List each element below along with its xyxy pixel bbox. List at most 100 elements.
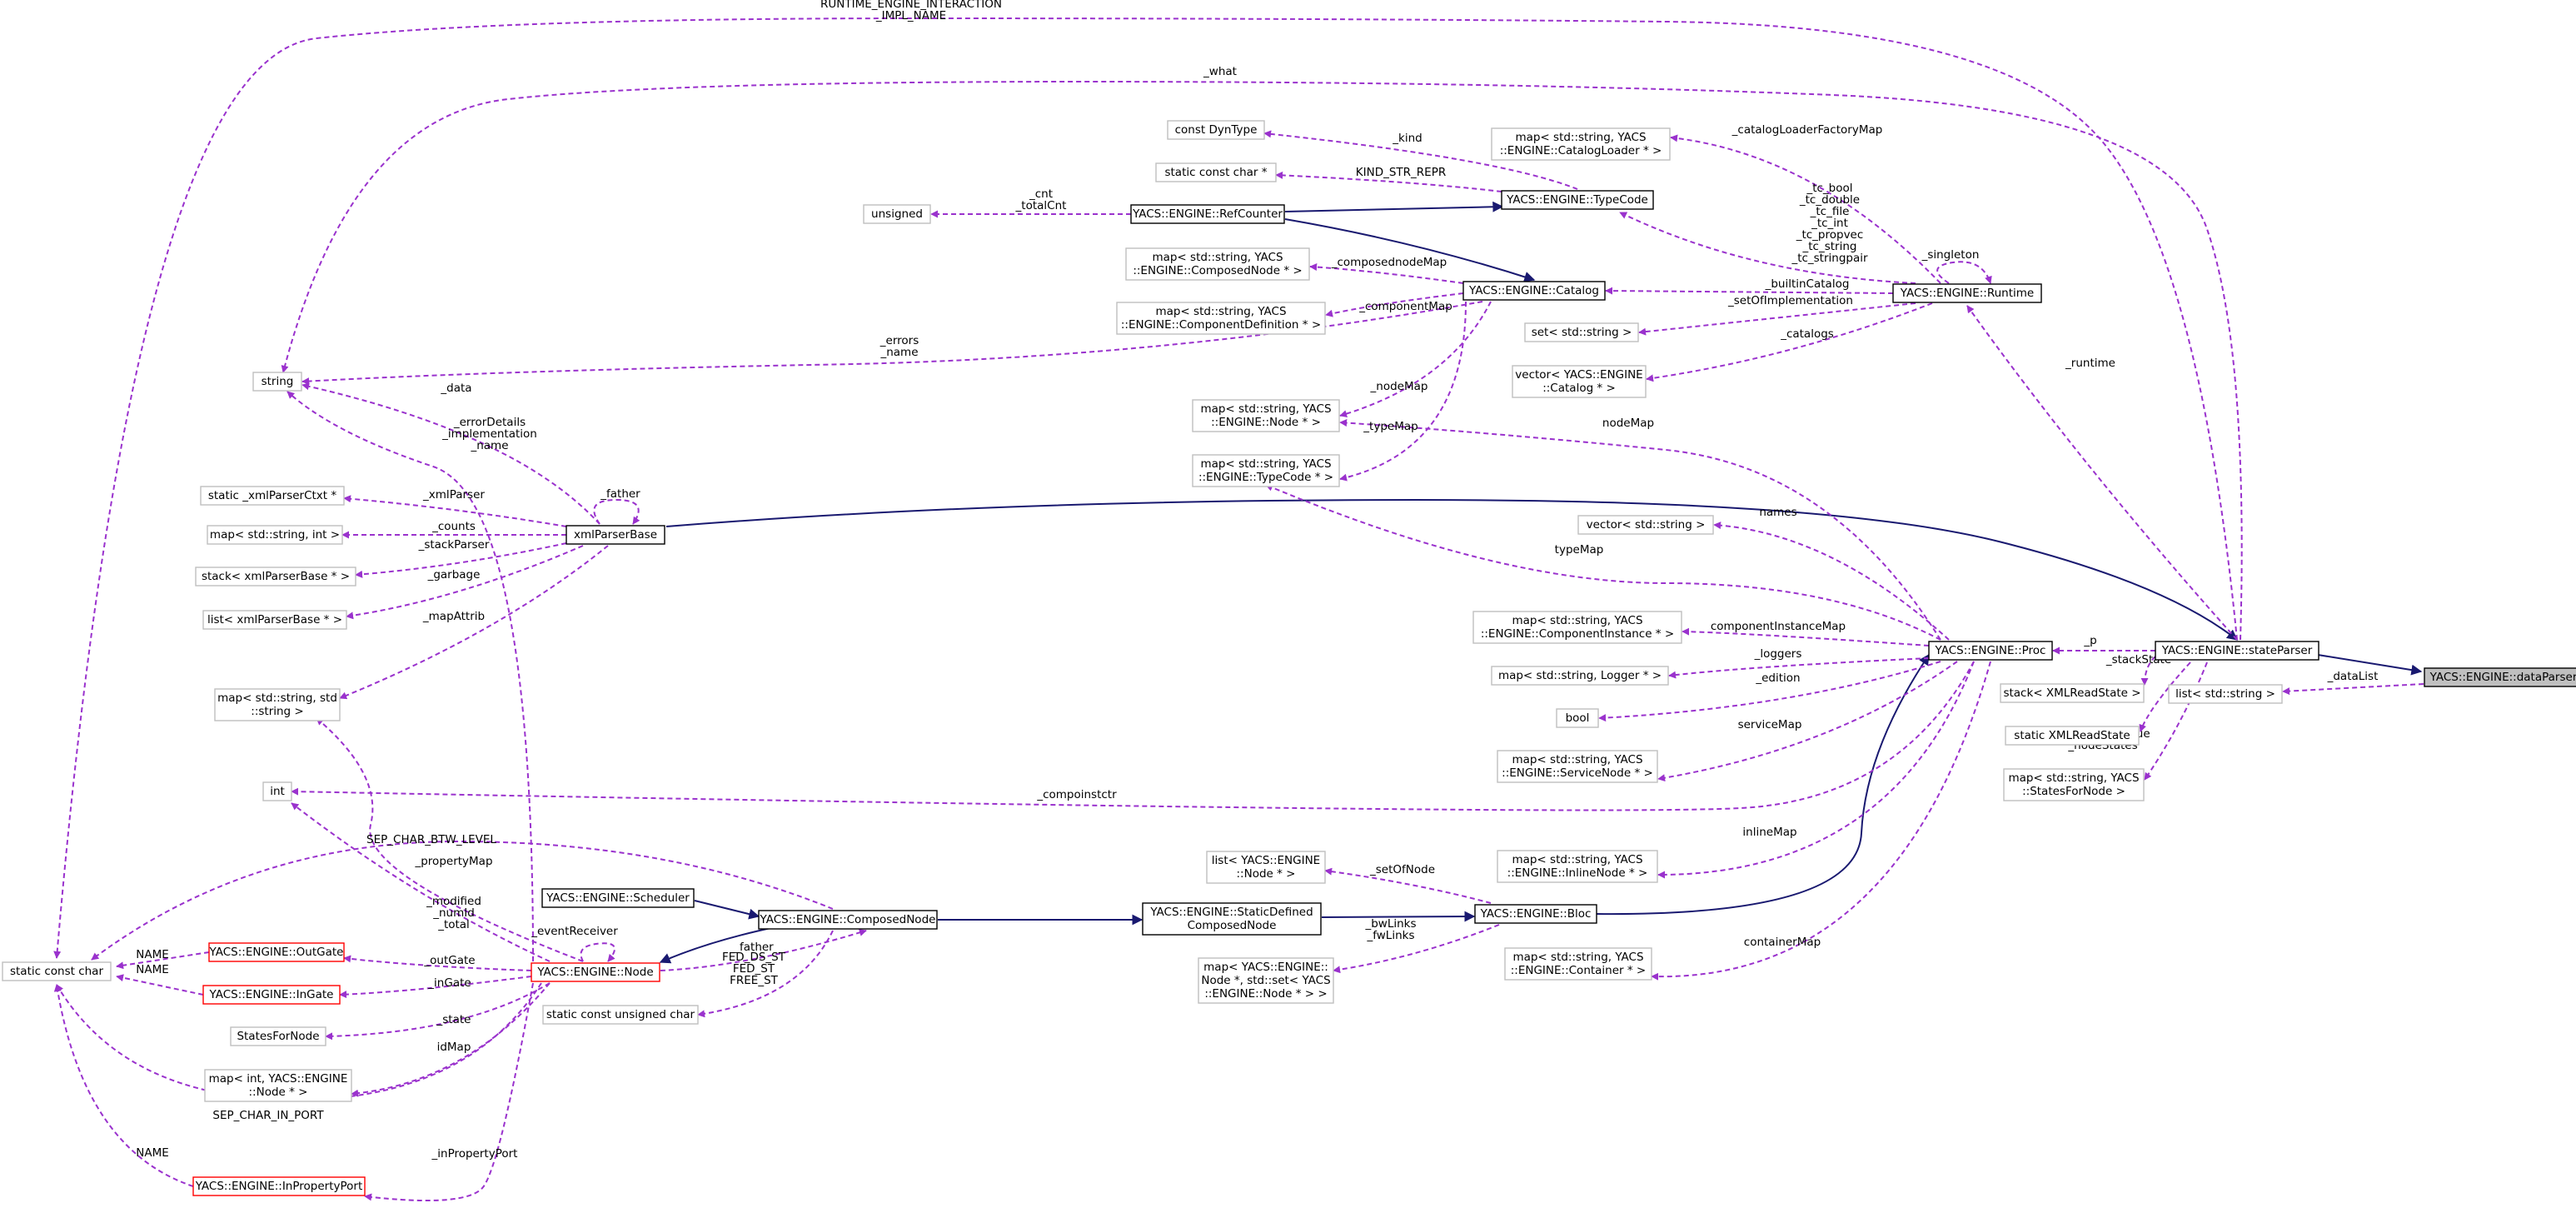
node-label: ::ENGINE::Node * > <box>1211 416 1321 429</box>
edge-label-line: KIND_STR_REPR <box>1356 166 1446 179</box>
node-box <box>2000 683 2145 703</box>
node-label: map< std::string, int > <box>210 528 340 542</box>
edge-label-line: nodeMap <box>1602 417 1654 430</box>
edge-label-line: _tc_file <box>1810 205 1850 218</box>
class-node-Catalog[interactable]: YACS::ENGINE::Catalog <box>1462 281 1606 301</box>
class-node-Scheduler[interactable]: YACS::ENGINE::Scheduler <box>541 888 695 908</box>
edge-label-xmlParserBase-staticXmlParserCtxt: _xmlParser <box>422 488 485 502</box>
node-box <box>2168 684 2283 704</box>
class-node-mapStatesForNode: map< std::string, YACS::StatesForNode > <box>2003 768 2145 801</box>
edge-label-Runtime-TypeCode: _tc_bool_tc_double_tc_file_tc_int_tc_pro… <box>1791 182 1868 265</box>
edge-label-line: _name <box>470 439 508 452</box>
edge-label-Catalog-mapTypeCode: _typeMap <box>1363 420 1418 433</box>
class-node-StatesForNode: StatesForNode <box>230 1026 326 1046</box>
class-node-InGate[interactable]: YACS::ENGINE::InGate <box>202 985 341 1005</box>
edge-label-line: _tc_int <box>1811 217 1848 230</box>
edge-label-Proc-mapLogger: _loggers <box>1754 647 1802 661</box>
node-box <box>202 610 347 630</box>
edge-label-line: _father <box>600 487 640 501</box>
edge-label-line: serviceMap <box>1738 718 1802 731</box>
edge-label-line: FED_ST <box>733 962 775 976</box>
class-node-RefCounter[interactable]: YACS::ENGINE::RefCounter <box>1130 204 1285 224</box>
node-label: ::ENGINE::Container * > <box>1511 964 1647 977</box>
usage-edge-Catalog-mapCompDef <box>1325 292 1464 317</box>
node-label: bool <box>1566 711 1590 725</box>
class-node-mapIntNode: map< int, YACS::ENGINE::Node * > <box>204 1069 352 1102</box>
usage-edge-Proc-vecString <box>1713 522 1950 641</box>
class-node-Bloc[interactable]: YACS::ENGINE::Bloc <box>1474 904 1597 924</box>
class-node-InPropertyPort[interactable]: YACS::ENGINE::InPropertyPort <box>192 1176 366 1196</box>
node-label: map< std::string, YACS <box>2008 771 2139 785</box>
node-label: list< xmlParserBase * > <box>207 613 342 626</box>
edge-label-line: _edition <box>1755 671 1800 685</box>
node-box <box>542 1005 699 1025</box>
class-node-mapLogger: map< std::string, Logger * > <box>1491 666 1669 686</box>
class-node-OutGate[interactable]: YACS::ENGINE::OutGate <box>208 942 345 962</box>
node-box <box>1524 322 1639 342</box>
usage-edge-Proc-mapServiceNode <box>1657 661 1958 782</box>
class-node-dataParser[interactable]: YACS::ENGINE::dataParser <box>2424 667 2576 687</box>
node-label: StatesForNode <box>237 1030 319 1043</box>
node-label: ::Catalog * > <box>1542 382 1616 395</box>
edge-label-Node-OutGate: _outGate <box>423 954 475 967</box>
class-node-stateParser[interactable]: YACS::ENGINE::stateParser <box>2155 641 2319 661</box>
node-box <box>1116 302 1326 335</box>
edge-label-xmlParserBase-stackXmlParserBase: _stackParser <box>418 538 490 552</box>
class-node-Runtime[interactable]: YACS::ENGINE::Runtime <box>1892 283 2042 303</box>
class-node-xmlParserBase[interactable]: xmlParserBase <box>566 525 665 545</box>
node-box <box>1167 120 1265 140</box>
edge-label-stateParser-string: _what <box>1203 65 1237 78</box>
edge-label-Bloc-listNodePtr: _setOfNode <box>1369 863 1435 876</box>
usage-edge-stateParser-stackXML <box>2140 656 2156 686</box>
edge-label-Node-InPropertyPort: _inPropertyPort <box>431 1147 518 1161</box>
edge-label-line: _fwLinks <box>1367 929 1415 942</box>
edge-label-TypeCode-constDynType: _kind <box>1392 132 1422 145</box>
class-node-TypeCode[interactable]: YACS::ENGINE::TypeCode <box>1501 190 1654 210</box>
edge-label-line: idMap <box>437 1041 471 1054</box>
node-label: ::Node * > <box>1237 867 1296 881</box>
class-node-listXmlParserBase: list< xmlParserBase * > <box>202 610 347 630</box>
edge-label-line: _compoinstctr <box>1036 788 1117 801</box>
edge-label-line: _bwLinks <box>1364 917 1416 931</box>
node-label: Node *, std::set< YACS <box>1201 974 1330 987</box>
edge-label-Catalog-mapComposedNode: _composednodeMap <box>1331 256 1447 269</box>
usage-edge-Runtime-Runtime <box>1936 261 1992 284</box>
class-node-Node[interactable]: YACS::ENGINE::Node <box>531 962 660 982</box>
edge-label-line: _total <box>437 918 470 931</box>
node-label: map< std::string, Logger * > <box>1498 669 1662 682</box>
node-box <box>2424 667 2576 687</box>
edge-label-Node-mapStringString: _propertyMap <box>414 855 492 868</box>
edge-label-line: _eventReceiver <box>531 925 618 938</box>
node-box <box>214 688 341 721</box>
usage-edge-Proc-mapContainer <box>1651 661 1991 981</box>
edge-label-line: _tc_string <box>1802 240 1857 253</box>
class-node-string: string <box>252 372 302 392</box>
class-node-Proc[interactable]: YACS::ENGINE::Proc <box>1928 641 2053 661</box>
usage-edge-Runtime-Catalog <box>1605 287 1894 295</box>
edge-label-line: _runtime <box>2065 357 2115 370</box>
edge-label-InGate-scc: NAME <box>136 963 169 976</box>
usage-edge-Node-InGate <box>339 976 532 999</box>
node-box <box>1472 611 1682 644</box>
usage-edge-Node-mapIntNode <box>351 982 551 1097</box>
edge-label-line: _dataList <box>2327 670 2379 683</box>
node-label: map< std::string, YACS <box>1152 251 1283 264</box>
edge-label-Node-ComposedNode: _father <box>733 941 774 954</box>
class-node-staticXmlParserCtxt: static _xmlParserCtxt * <box>200 486 345 506</box>
usage-edge-OutGate-scc <box>116 951 210 970</box>
class-node-ComposedNode[interactable]: YACS::ENGINE::ComposedNode <box>758 910 938 930</box>
edge-label-Node-StatesForNode: _state <box>436 1013 471 1026</box>
node-box <box>1497 750 1658 783</box>
class-node-scc: static const char <box>2 961 112 981</box>
node-box <box>863 204 931 224</box>
edge-label-Catalog-string: _errors_name <box>879 334 919 359</box>
node-box <box>252 372 302 392</box>
node-label: ::ENGINE::ComposedNode * > <box>1133 264 1302 277</box>
edge-label-line: _loggers <box>1754 647 1802 661</box>
edge-label-xmlParserBase-mapStringString: _mapAttrib <box>422 610 485 623</box>
edge-label-Proc-int: _compoinstctr <box>1036 788 1117 801</box>
usage-edge-Runtime-setString <box>1638 302 1916 336</box>
edge-label-line: _garbage <box>427 568 481 582</box>
